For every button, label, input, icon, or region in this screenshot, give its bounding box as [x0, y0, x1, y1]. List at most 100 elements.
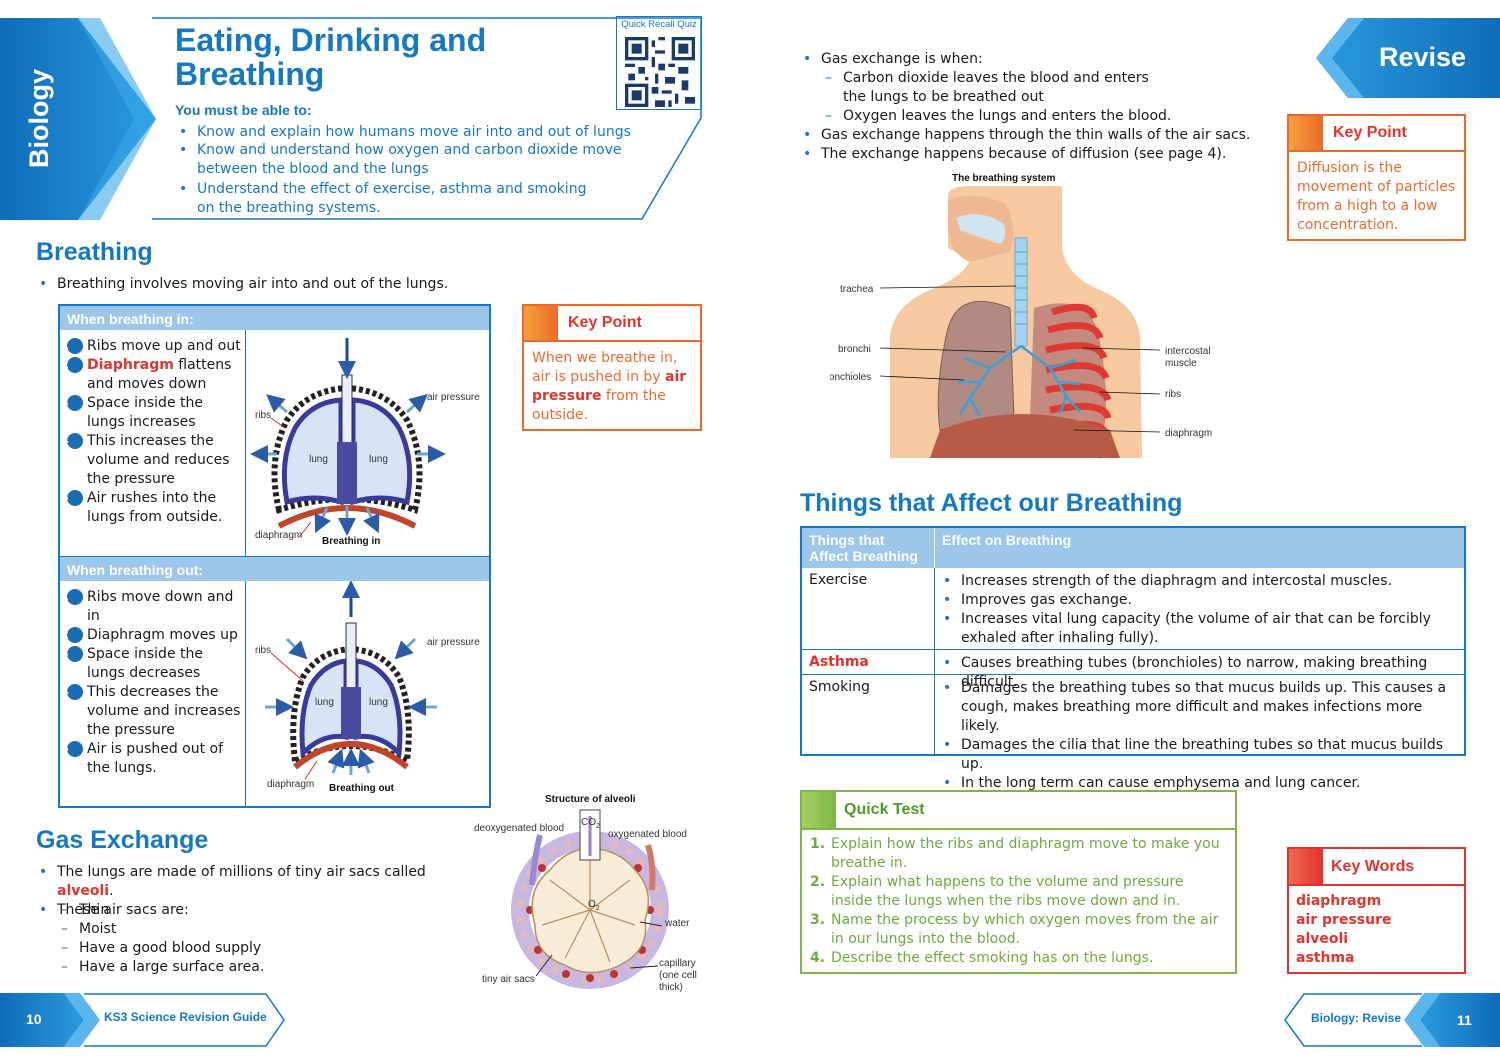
affect-effects: Causes breathing tubes (bronchioles) to … — [935, 650, 1464, 690]
gas-exchange-facts: Gas exchange happens through the thin wa… — [800, 126, 1280, 164]
label-ribs: ribs — [255, 410, 271, 421]
affect-table-header: Things that Affect Breathing Effect on B… — [802, 528, 1464, 568]
key-point-flag-icon — [1289, 116, 1323, 150]
revise-tab-shape — [1316, 18, 1500, 98]
gas-exchange-when: Gas exchange is when: — [800, 50, 1280, 69]
footer-left-band — [0, 993, 285, 1047]
label-ribs: ribs — [255, 645, 271, 656]
objective-item: Know and understand how oxygen and carbo… — [176, 141, 651, 179]
label-lung-left: lung — [315, 697, 334, 708]
label-o2: O2 — [588, 899, 600, 912]
affect-col-factor: Things that Affect Breathing — [802, 528, 935, 568]
quick-test-item: 1.Explain how the ribs and diaphragm mov… — [810, 836, 1220, 871]
label-ribs: ribs — [1165, 389, 1181, 400]
key-point-text: Diffusion is the movement of particles f… — [1297, 160, 1456, 233]
affect-effect: Increases vital lung capacity (the volum… — [940, 610, 1459, 648]
gas-exchange-when-sub: Carbon dioxide leaves the blood and ente… — [822, 69, 1222, 126]
subject-tab-label: Biology — [24, 69, 54, 168]
label-bronchi: bronchi — [838, 344, 871, 355]
breathing-in-diagram: ribs air pressure lung lung diaphragm Br… — [250, 338, 480, 547]
caption-breathing-out: Breathing out — [329, 783, 395, 794]
quick-test-flag-icon — [802, 792, 836, 828]
label-water: water — [664, 918, 690, 929]
key-words-header: Key Words — [1289, 849, 1464, 886]
key-word: alveoli — [1296, 931, 1349, 947]
label-diaphragm: diaphragm — [255, 530, 302, 541]
quick-test-header: Quick Test — [802, 792, 1235, 830]
affect-heading: Things that Affect our Breathing — [800, 489, 1183, 517]
gas-exchange-fact: Gas exchange happens through the thin wa… — [800, 126, 1280, 145]
label-bronchioles: bronchioles — [830, 372, 871, 383]
objective-item: Understand the effect of exercise, asthm… — [176, 180, 606, 218]
label-lung-left: lung — [309, 454, 328, 465]
key-point-title: Key Point — [568, 314, 642, 331]
key-point-title: Key Point — [1333, 124, 1407, 141]
breathing-heading: Breathing — [36, 238, 153, 266]
affect-effects: Increases strength of the diaphragm and … — [935, 568, 1464, 649]
page-number-left: 10 — [26, 1011, 42, 1027]
label-tiny-air-sacs: tiny air sacs — [482, 974, 535, 985]
key-words-title: Key Words — [1331, 858, 1415, 875]
subject-tab: Biology — [0, 18, 160, 220]
key-word: air pressure — [1296, 912, 1392, 928]
quick-test-item: 3.Name the process by which oxygen moves… — [810, 912, 1219, 947]
label-trachea: trachea — [840, 284, 874, 295]
subject-tab-shape — [0, 18, 156, 220]
breathing-system-diagram: The breathing system trachea bronchi bro… — [830, 173, 1212, 459]
alveoli-diagram: Structure of alveoli deoxygenated blood … — [474, 794, 697, 993]
alveoli-title: Structure of alveoli — [545, 794, 636, 805]
affect-factor: Asthma — [802, 650, 935, 674]
must-label: You must be able to: — [175, 102, 312, 118]
quick-recall-quiz[interactable]: Quick Recall Quiz — [616, 16, 702, 110]
key-words-list: diaphragm air pressure alveoli asthma — [1289, 886, 1464, 974]
air-sac-property: Thin — [58, 901, 358, 920]
quick-test-item: 4.Describe the effect smoking has on the… — [810, 950, 1154, 966]
objective-item: Know and explain how humans move air int… — [176, 123, 651, 142]
air-sac-property: Have a large surface area. — [58, 958, 358, 977]
revise-tab-label: Revise — [1379, 42, 1467, 72]
affect-effect: Improves gas exchange. — [940, 591, 1459, 610]
quick-test-title: Quick Test — [844, 801, 925, 818]
breathing-system-title: The breathing system — [952, 173, 1055, 184]
quick-test-box: Quick Test 1.Explain how the ribs and di… — [800, 790, 1237, 974]
label-diaphragm: diaphragm — [267, 779, 314, 790]
air-sac-property: Have a good blood supply — [58, 939, 358, 958]
page-number-right: 11 — [1457, 1012, 1472, 1028]
footer-right-band — [1284, 993, 1500, 1047]
label-air-pressure: air pressure — [427, 392, 480, 403]
gas-exchange-fact: The exchange happens because of diffusio… — [800, 145, 1280, 164]
label-lung-right: lung — [369, 697, 388, 708]
affect-factor: Smoking — [802, 675, 935, 755]
affect-effects: Damages the breathing tubes so that mucu… — [935, 675, 1464, 793]
affect-factor: Exercise — [802, 568, 935, 649]
key-point-box: Key Point When we breathe in, air is pus… — [522, 304, 702, 431]
key-words-box: Key Words diaphragm air pressure alveoli… — [1287, 847, 1466, 974]
caption-breathing-in: Breathing in — [322, 536, 380, 547]
objectives-frame — [152, 17, 702, 220]
qr-code-icon — [625, 37, 695, 107]
label-deoxygenated-blood: deoxygenated blood — [474, 823, 564, 834]
key-word: asthma — [1296, 950, 1355, 966]
breathing-intro-text: Breathing involves moving air into and o… — [36, 275, 496, 294]
label-oxygenated-blood: oxygenated blood — [608, 829, 687, 840]
key-point-box: Key Point Diffusion is the movement of p… — [1287, 114, 1466, 241]
gas-exchange-when-sub-item: Carbon dioxide leaves the blood and ente… — [822, 69, 1222, 107]
air-sac-properties: Thin Moist Have a good blood supply Have… — [58, 901, 358, 977]
affect-row: Exercise Increases strength of the diaph… — [802, 568, 1464, 650]
label-air-pressure: air pressure — [427, 637, 480, 648]
affect-effect: In the long term can cause emphysema and… — [940, 774, 1459, 793]
quick-test-list: 1.Explain how the ribs and diaphragm mov… — [802, 830, 1235, 973]
gas-exchange-when-bullet: Gas exchange is when: — [800, 50, 1280, 69]
label-co2: CO2 — [581, 817, 600, 830]
